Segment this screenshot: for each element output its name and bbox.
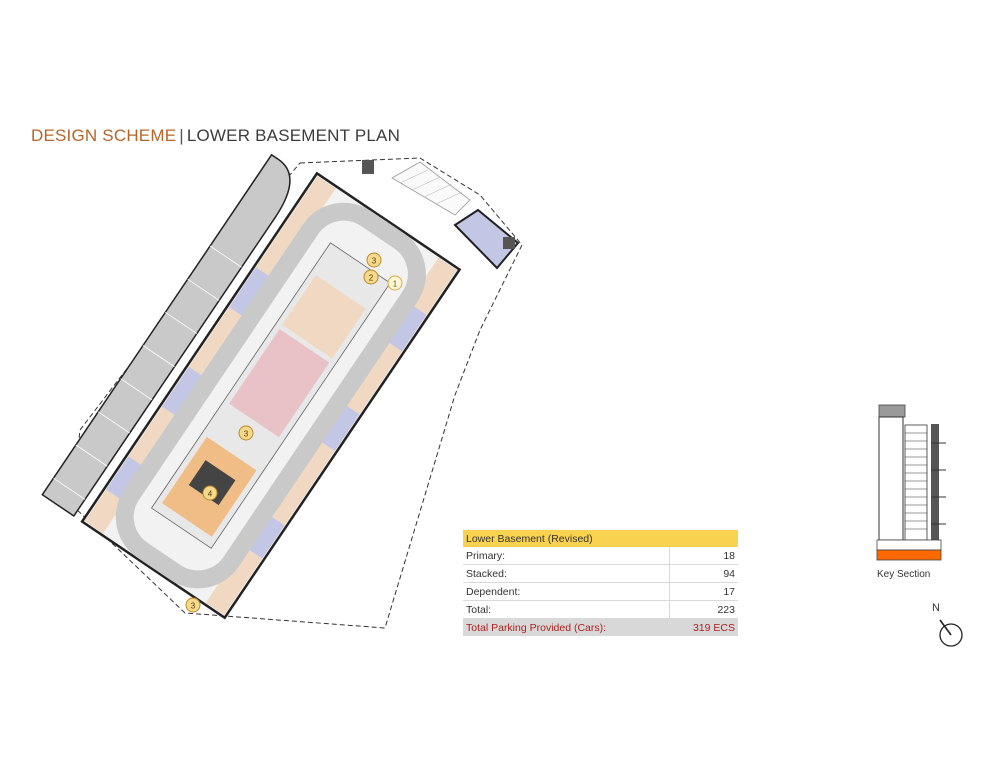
key-section-diagram [876,404,946,561]
northeast-wing [362,160,520,270]
open-area-hatch [391,161,471,216]
callout-2: 2 [363,269,379,285]
row-label: Dependent: [463,582,670,601]
row-label: Primary: [463,547,670,565]
table-row: Primary: 18 [463,547,738,565]
title-separator: | [179,126,184,145]
site-boundary [71,157,523,629]
table-header-row: Lower Basement (Revised) [463,530,738,547]
total-value: 319 ECS [669,618,738,636]
row-value: 18 [669,547,738,565]
total-label: Total Parking Provided (Cars): [463,618,670,636]
table-row: Total: 223 [463,600,738,619]
callout-1: 1 [387,275,403,291]
row-value: 94 [669,564,738,583]
row-value: 223 [669,600,738,619]
row-label: Stacked: [463,564,670,583]
callout-3-north: 3 [366,252,382,268]
callout-4: 4 [202,485,218,501]
svg-text:1: 1 [393,280,398,289]
entry-ramp [41,153,291,518]
callout-3-center: 3 [238,425,254,441]
title-scheme: DESIGN SCHEME [31,126,177,145]
north-label: N [932,602,940,614]
svg-text:3: 3 [191,602,196,611]
highlighted-level [876,549,942,561]
north-arrow-icon [939,619,963,647]
parking-summary-table: Lower Basement (Revised) Primary: 18 Sta… [463,530,738,636]
table-total-row: Total Parking Provided (Cars): 319 ECS [463,618,738,636]
svg-text:3: 3 [372,257,377,266]
table-row: Dependent: 17 [463,582,738,601]
page-title: DESIGN SCHEME|LOWER BASEMENT PLAN [31,126,400,146]
row-label: Total: [463,600,670,619]
row-value: 17 [669,582,738,601]
svg-text:4: 4 [208,490,213,499]
driveway-loop [115,202,426,589]
callout-3-south: 3 [185,597,201,613]
table-row: Stacked: 94 [463,564,738,583]
table-header: Lower Basement (Revised) [463,530,738,547]
key-section-caption: Key Section [877,569,931,580]
title-plan: LOWER BASEMENT PLAN [186,126,401,145]
perimeter-parking [84,176,457,615]
svg-text:2: 2 [369,274,374,283]
svg-text:3: 3 [244,430,249,439]
